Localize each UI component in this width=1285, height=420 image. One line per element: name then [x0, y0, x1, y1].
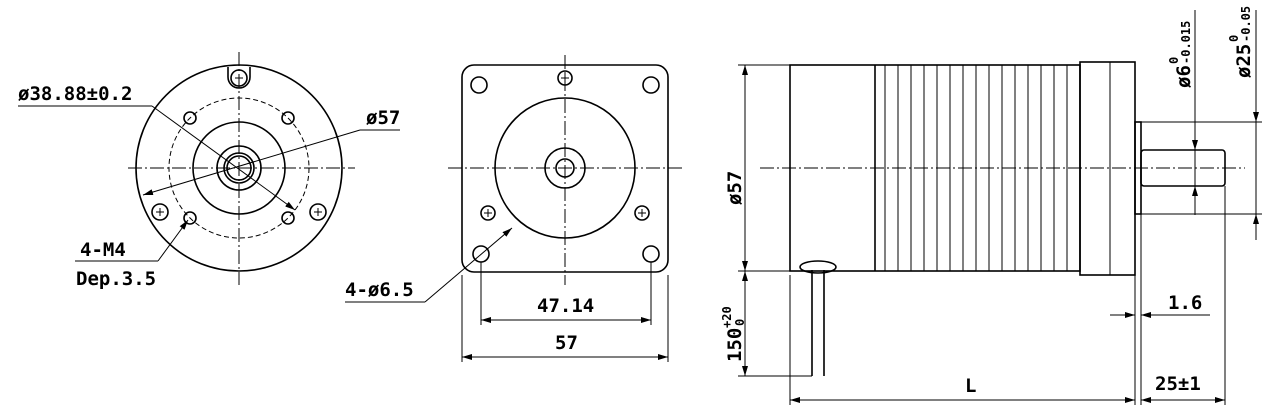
bolt-circle-dim: ø38.88±0.2	[18, 83, 132, 105]
thread-depth: Dep.3.5	[76, 268, 156, 290]
pilot-height-dim: 1.6	[1168, 292, 1202, 314]
lead-length-dim: 150 +20 0	[720, 306, 747, 362]
holes-dim: 4-ø6.5	[345, 279, 414, 301]
body-dia-dim: ø57	[724, 171, 746, 205]
shaft-dia-dim: ø6 0 -0.015	[1167, 21, 1195, 88]
cooling-fins	[884, 65, 1068, 271]
thread-hole-icon	[183, 111, 295, 225]
svg-text:-0.015: -0.015	[1179, 21, 1193, 64]
svg-text:0: 0	[1167, 57, 1181, 64]
shaft-length-dim: 25±1	[1155, 373, 1201, 395]
flange-view: 4-ø6.5 47.14 57	[345, 55, 682, 362]
side-view: ø57 150 +20 0 ø6 0 -0.015 ø25 0 -0.05 1.…	[720, 6, 1262, 405]
svg-text:ø6: ø6	[1173, 65, 1195, 88]
hole-spacing-dim: 47.14	[537, 295, 594, 317]
body-dia-dim: ø57	[366, 107, 400, 129]
thread-label: 4-M4	[80, 239, 126, 261]
front-view: ø38.88±0.2 ø57 4-M4 Dep.3.5	[18, 52, 400, 290]
svg-text:-0.05: -0.05	[1239, 6, 1253, 42]
svg-text:0: 0	[733, 319, 747, 326]
width-dim: 57	[555, 332, 578, 354]
svg-text:+20: +20	[720, 306, 734, 328]
svg-text:150: 150	[724, 328, 746, 362]
screw-icon	[151, 67, 327, 221]
screw-icon	[480, 70, 650, 221]
body-length-dim: L	[965, 375, 976, 397]
svg-text:ø25: ø25	[1233, 44, 1255, 78]
svg-text:0: 0	[1227, 35, 1241, 42]
pilot-dia-dim: ø25 0 -0.05	[1227, 6, 1255, 78]
